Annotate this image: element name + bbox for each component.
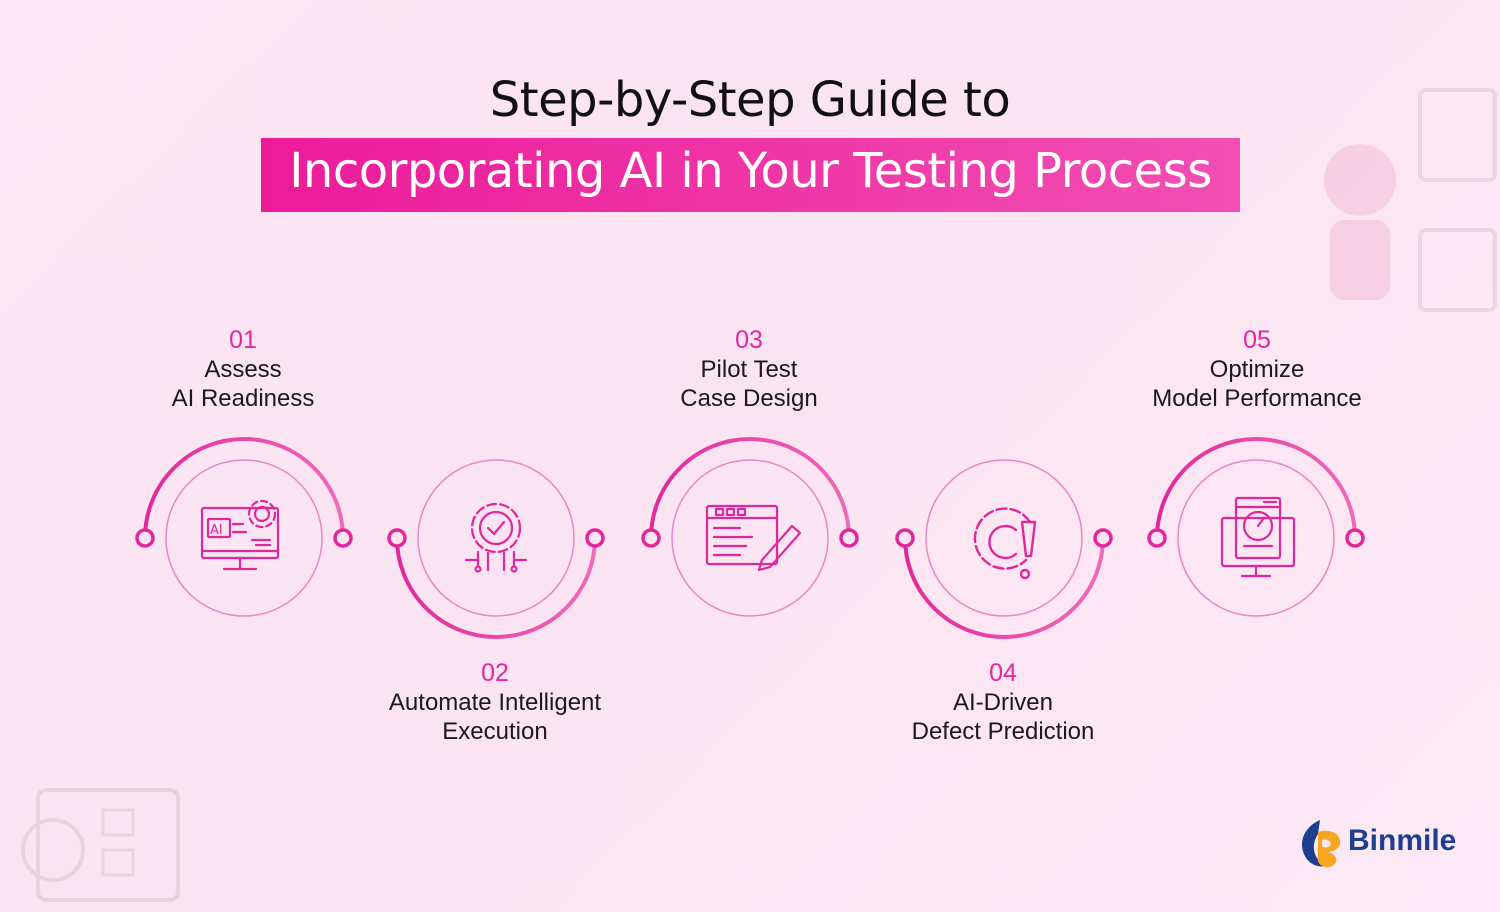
- step-3-arc: [649, 437, 851, 540]
- step-2-number: 02: [481, 659, 509, 687]
- gear-alert-icon: [973, 507, 1037, 580]
- binmile-logo-icon: [1301, 820, 1341, 868]
- step-1-circle: [165, 459, 323, 617]
- step-3-label: 03 Pilot Test Case Design: [589, 326, 909, 413]
- step-2-circle: [417, 459, 575, 617]
- step-2-title-line-1: Automate Intelligent: [388, 689, 602, 716]
- step-5-title-line-2: Model Performance: [1152, 385, 1362, 412]
- robot-illustration-icon: [1324, 88, 1497, 312]
- endpoint-dot: [839, 528, 859, 548]
- endpoint-dot: [895, 528, 915, 548]
- step-5-arc: [1155, 437, 1357, 540]
- dashboard-illustration-icon: [21, 788, 180, 902]
- step-1-title-line-1: Assess: [204, 356, 282, 383]
- svg-text:AI: AI: [210, 523, 223, 538]
- step-4-title-line-2: Defect Prediction: [911, 718, 1095, 745]
- endpoint-dot: [641, 528, 661, 548]
- step-1-label: 01 Assess AI Readiness: [83, 326, 403, 413]
- step-2-arc: [395, 536, 597, 639]
- endpoint-dot: [1093, 528, 1113, 548]
- title-line-1: Step-by-Step Guide to: [489, 72, 1011, 128]
- step-5-label: 05 Optimize Model Performance: [1097, 326, 1417, 413]
- step-4-title-line-1: AI-Driven: [952, 689, 1054, 716]
- document-pencil-icon: [705, 504, 802, 572]
- step-1-arc: [143, 437, 345, 540]
- step-4-number: 04: [989, 659, 1017, 687]
- step-1-number: 01: [229, 326, 257, 354]
- step-4-label: 04 AI-Driven Defect Prediction: [843, 659, 1163, 746]
- step-3-title-line-2: Case Design: [680, 385, 818, 412]
- step-1-title-line-2: AI Readiness: [171, 385, 315, 412]
- step-3-title-line-1: Pilot Test: [700, 356, 798, 383]
- step-4-arc: [903, 536, 1105, 639]
- step-3-circle: [671, 459, 829, 617]
- step-2-label: 02 Automate Intelligent Execution: [335, 659, 655, 746]
- step-2-title-line-2: Execution: [442, 718, 548, 745]
- ai-monitor-gear-icon: AI: [200, 499, 280, 571]
- step-5-circle: [1177, 459, 1335, 617]
- step-3-number: 03: [735, 326, 763, 354]
- gear-check-circuit-icon: [464, 502, 528, 573]
- step-5-number: 05: [1243, 326, 1271, 354]
- endpoint-dot: [135, 528, 155, 548]
- endpoint-dot: [585, 528, 605, 548]
- step-4-circle: [925, 459, 1083, 617]
- endpoint-dot: [387, 528, 407, 548]
- monitor-speedometer-icon: [1220, 496, 1296, 578]
- endpoint-dot: [1345, 528, 1365, 548]
- endpoint-dot: [333, 528, 353, 548]
- title-highlight-box: [261, 138, 1240, 212]
- title-line-2: Incorporating AI in Your Testing Process: [289, 143, 1212, 199]
- step-5-title-line-1: Optimize: [1209, 356, 1305, 383]
- endpoint-dot: [1147, 528, 1167, 548]
- brand-name: Binmile: [1348, 824, 1457, 857]
